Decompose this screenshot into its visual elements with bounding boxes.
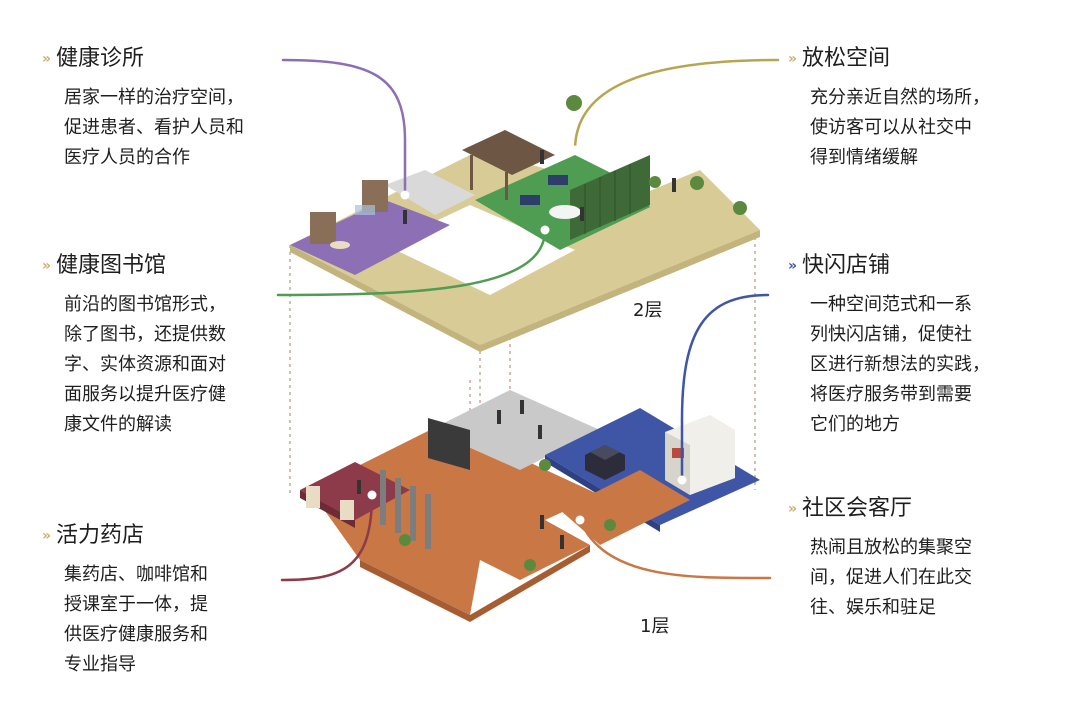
callout-description: 居家一样的治疗空间， 促进患者、看护人员和 医疗人员的合作 <box>64 87 244 168</box>
callout-description: 充分亲近自然的场所， 使访客可以从社交中 得到情绪缓解 <box>810 87 990 168</box>
callout-popup-store: » 快闪店铺 一种空间范式和一系 列快闪店铺，促使社 区进行新想法的实践， 将医… <box>788 252 990 440</box>
callout-title: 放松空间 <box>802 46 891 71</box>
callout-title: 社区会客厅 <box>802 496 913 521</box>
chevron-marker-icon: » <box>42 258 52 274</box>
callout-lines <box>276 58 780 582</box>
pharmacy-leader <box>280 493 374 582</box>
car <box>585 445 625 480</box>
chevron-marker-icon: » <box>788 51 798 67</box>
callout-health-library: » 健康图书馆 前沿的图书馆形式， 除了图书，还提供数 字、实体资源和面对 面服… <box>42 252 226 440</box>
callout-description: 一种空间范式和一系 列快闪店铺，促使社 区进行新想法的实践， 将医疗服务带到需要… <box>810 294 990 435</box>
callout-relax-space: » 放松空间 充分亲近自然的场所， 使访客可以从社交中 得到情绪缓解 <box>788 45 990 173</box>
floor-label-1: 1层 <box>640 616 670 637</box>
lower-floor <box>300 390 760 622</box>
chevron-marker-icon: » <box>788 501 798 517</box>
chevron-marker-icon: » <box>788 258 798 274</box>
clinic-zone <box>290 200 450 275</box>
popup-leader <box>680 293 770 482</box>
callout-title: 健康图书馆 <box>56 253 167 278</box>
callout-health-clinic: » 健康诊所 居家一样的治疗空间， 促进患者、看护人员和 医疗人员的合作 <box>42 45 244 173</box>
chevron-marker-icon: » <box>42 528 52 544</box>
chevron-marker-icon: » <box>42 51 52 67</box>
callout-title: 活力药店 <box>56 523 145 548</box>
callout-description: 前沿的图书馆形式， 除了图书，还提供数 字、实体资源和面对 面服务以提升医疗健 … <box>64 294 226 435</box>
callout-community-lounge: » 社区会客厅 热闹且放松的集聚空 间，促进人们在此交 往、娱乐和驻足 <box>788 495 972 623</box>
lounge-leader <box>578 518 772 580</box>
callout-dots <box>367 145 687 525</box>
upper-floor <box>290 95 760 352</box>
clinic-leader <box>281 58 407 197</box>
callout-title: 快闪店铺 <box>802 253 891 278</box>
library-leader <box>276 228 547 297</box>
callout-description: 热闹且放松的集聚空 间，促进人们在此交 往、娱乐和驻足 <box>810 537 972 618</box>
callout-title: 健康诊所 <box>56 46 145 71</box>
floor-label-2: 2层 <box>633 300 663 321</box>
popup-zone <box>545 408 760 525</box>
callout-vitality-pharmacy: » 活力药店 集药店、咖啡馆和 授课室于一体，提 供医疗健康服务和 专业指导 <box>42 522 208 680</box>
callout-description: 集药店、咖啡馆和 授课室于一体，提 供医疗健康服务和 专业指导 <box>64 564 208 675</box>
relax-leader <box>573 58 780 152</box>
